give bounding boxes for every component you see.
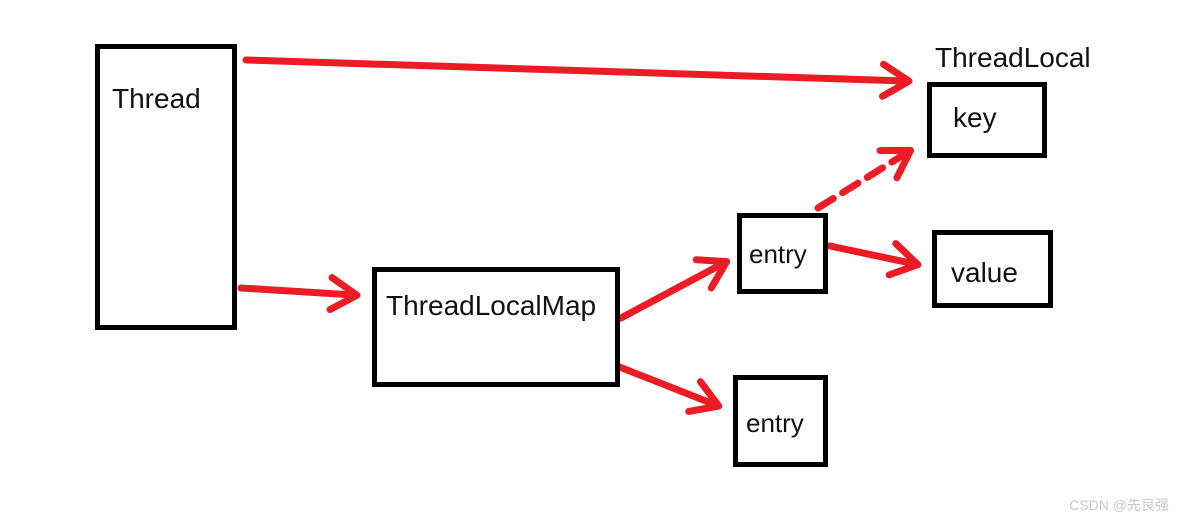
arrow-map-to-entry-top	[617, 256, 731, 322]
node-key-label: key	[953, 102, 997, 133]
arrow-thread-to-threadlocalmap	[237, 274, 361, 314]
node-key: key	[927, 82, 1047, 158]
node-entry-top: entry	[737, 213, 828, 294]
node-threadlocalmap-label: ThreadLocalMap	[386, 290, 597, 321]
threadlocal-title: ThreadLocal	[935, 42, 1091, 73]
node-entry-bottom-label: entry	[746, 408, 804, 438]
node-thread: Thread	[95, 44, 237, 330]
watermark: CSDN @先良强	[1069, 497, 1169, 513]
node-value: value	[932, 230, 1053, 308]
node-thread-label: Thread	[112, 83, 201, 114]
arrow-thread-to-key	[242, 56, 913, 100]
node-entry-top-label: entry	[749, 239, 807, 269]
node-value-label: value	[951, 257, 1018, 288]
node-entry-bottom: entry	[733, 375, 828, 467]
arrow-entry-to-value	[826, 240, 922, 279]
arrow-map-to-entry-bottom	[613, 362, 723, 415]
arrow-entry-to-key-dashed	[814, 146, 915, 212]
node-threadlocalmap: ThreadLocalMap	[372, 267, 620, 387]
